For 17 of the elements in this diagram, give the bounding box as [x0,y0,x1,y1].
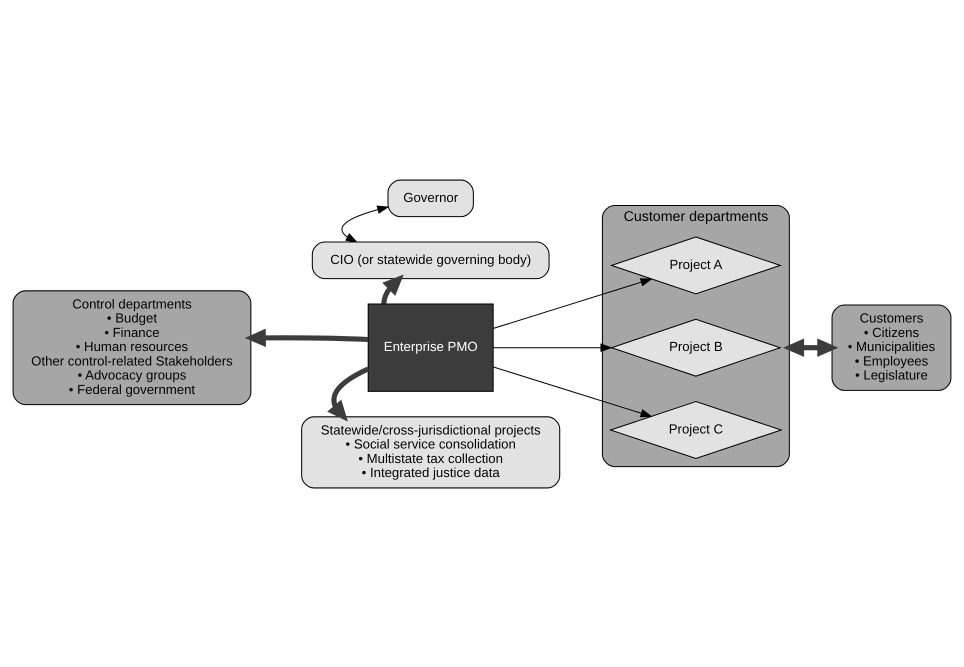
arrow [327,366,370,422]
node-box: Enterprise PMO [368,303,494,392]
node-box: Governor [388,179,474,217]
arrow [381,274,404,304]
arrow [341,205,390,242]
arrow [493,366,653,417]
node-diamond: Project A [610,236,782,294]
node-box: CIO (or statewide governing body) [312,241,550,279]
node-diamond: Project C [608,400,783,458]
arrow [493,342,613,352]
node-diamond: Project B [610,318,782,376]
arrow [244,328,368,347]
node-box: Customers • Citizens • Municipalities • Employees • Legislature [832,304,952,390]
node-box: Statewide/cross-jurisdictional projects • Social service consolidation • Multistate tax collection • Integrated justice data [301,416,560,488]
arrow [783,338,838,356]
node-box: Control departments • Budget • Finance • Human resources Other control-related Stakeholders • Advocacy groups • Federal government [12,290,252,405]
arrow [493,278,653,328]
